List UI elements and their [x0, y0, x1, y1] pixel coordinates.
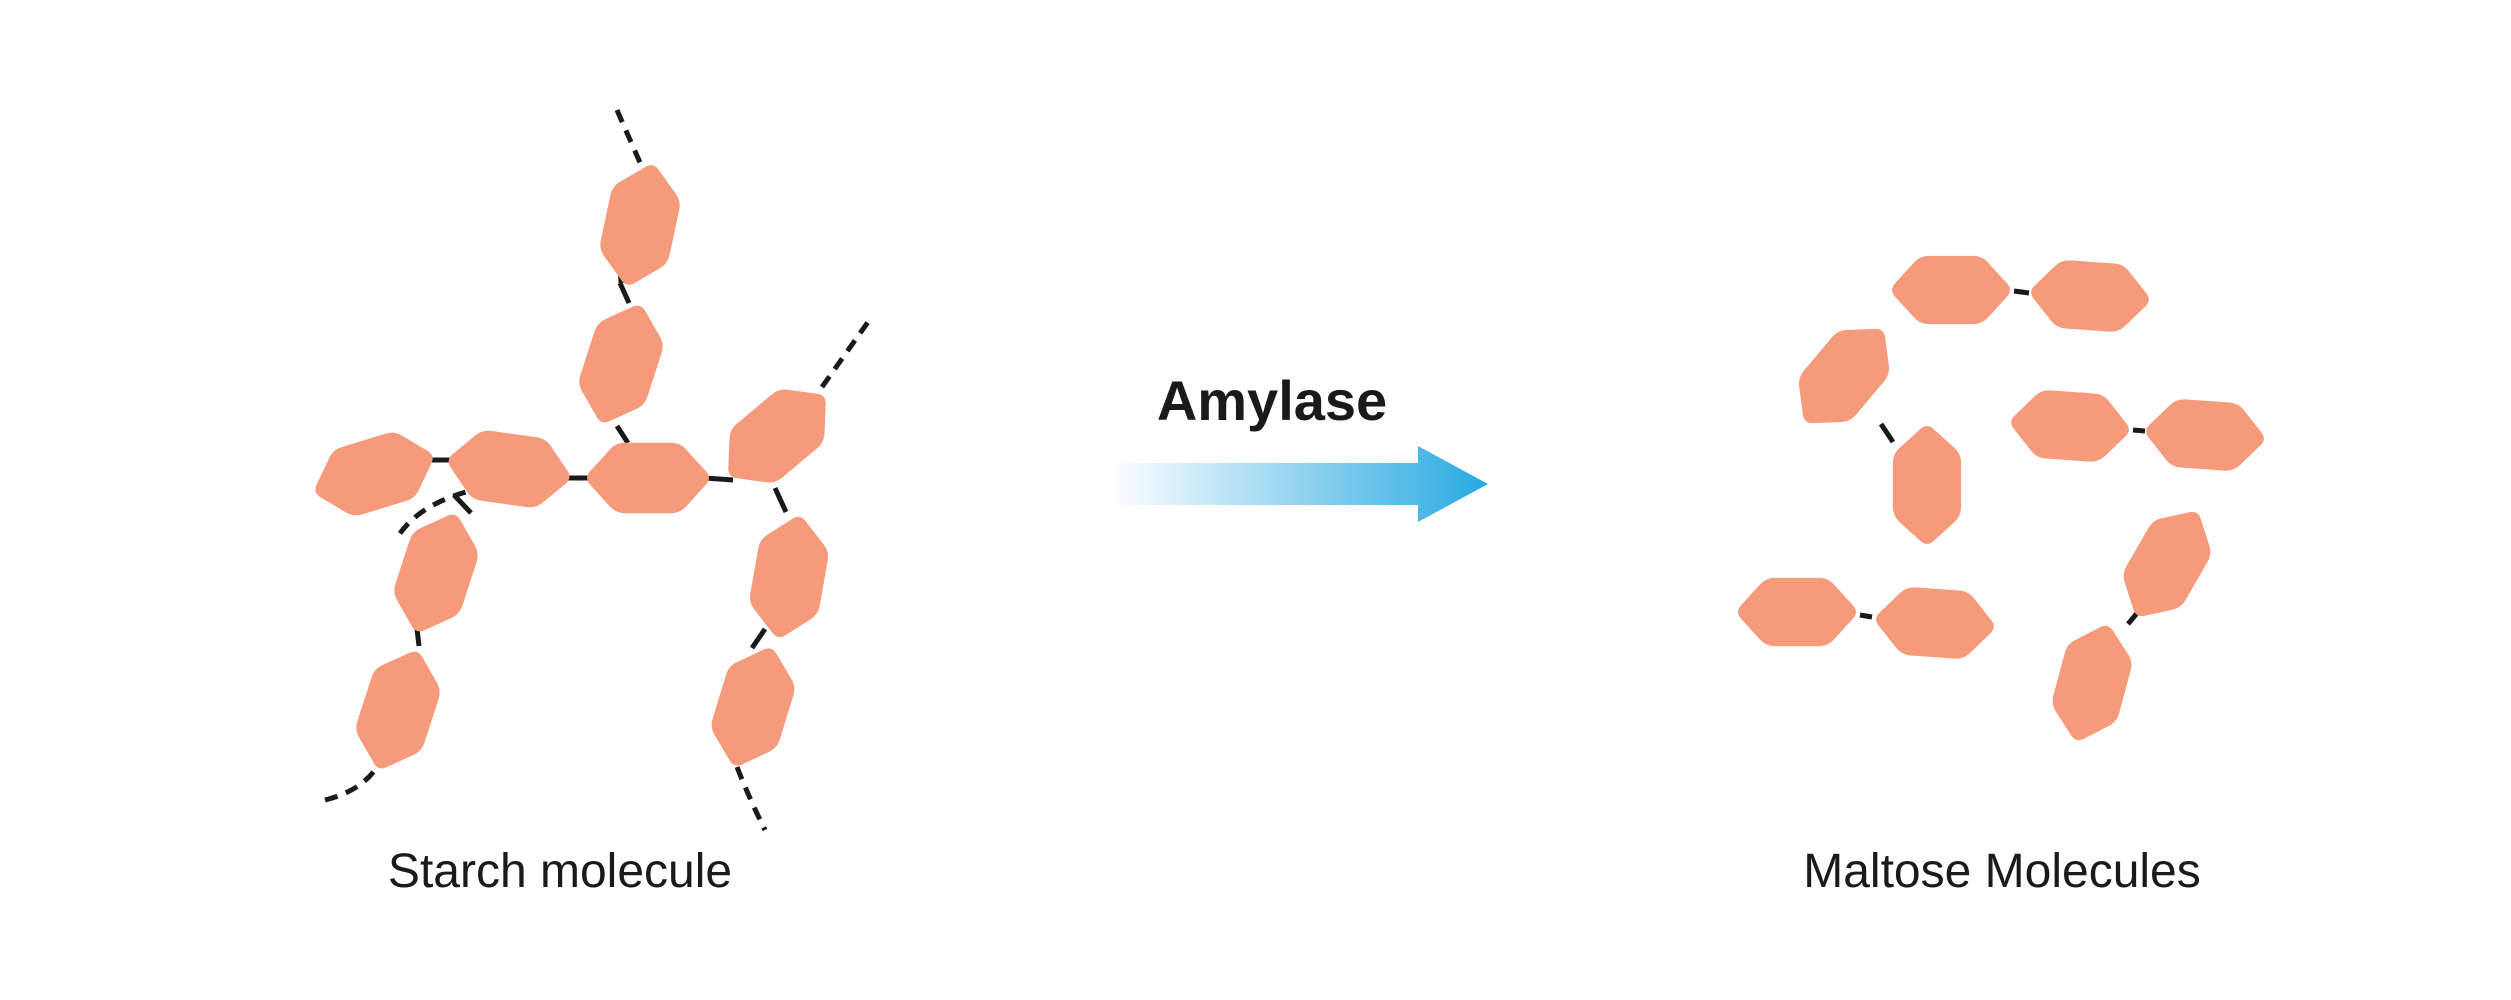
chain-continuation [819, 320, 871, 389]
glucose-unit [2031, 260, 2149, 332]
reaction-arrow [1110, 446, 1488, 522]
glucose-unit [728, 389, 826, 483]
glucose-unit [2011, 390, 2129, 462]
maltose-molecule [1798, 328, 1962, 544]
maltose-molecules [1738, 255, 2264, 741]
glucose-unit [1892, 426, 1962, 544]
glycosidic-bond [749, 627, 768, 650]
glucose-unit [749, 516, 829, 638]
maltose-molecule [2052, 511, 2211, 741]
glucose-unit [600, 165, 680, 285]
glucose-unit [2123, 511, 2211, 617]
chain-continuation [614, 109, 645, 169]
glucose-unit [2146, 399, 2264, 471]
glycosidic-bond [614, 424, 631, 445]
amylase-reaction-arrow [1110, 446, 1488, 522]
glucose-unit [1892, 255, 2010, 325]
glucose-unit [1876, 587, 1994, 659]
glycosidic-bond [704, 475, 734, 483]
maltose-molecule [2011, 390, 2264, 471]
glucose-unit [356, 651, 440, 769]
chain-continuation [734, 766, 768, 832]
glucose-unit [394, 514, 478, 632]
glucose-unit [1738, 577, 1856, 647]
glycosidic-bond [772, 486, 789, 514]
maltose-molecule [1892, 255, 2149, 332]
enzyme-label: Amylase [1157, 369, 1387, 432]
glycosidic-bond [2013, 288, 2030, 296]
glycosidic-bond [452, 493, 473, 515]
glycosidic-bond [1878, 422, 1896, 444]
maltose-caption: Maltose Molecules [1803, 845, 2201, 898]
glucose-unit [2052, 625, 2132, 741]
maltose-molecule [1738, 577, 1994, 659]
glucose-unit [711, 648, 795, 766]
glycosidic-bond [617, 281, 632, 305]
glucose-unit [315, 432, 433, 516]
chain-continuation [324, 760, 383, 803]
glucose-unit [1798, 328, 1890, 424]
glucose-unit [448, 430, 570, 508]
starch-molecule [315, 109, 871, 832]
glucose-unit [579, 305, 663, 423]
glucose-unit [587, 442, 709, 514]
starch-caption: Starch molecule [388, 845, 732, 898]
glycosidic-bond [2132, 427, 2146, 434]
glycosidic-bond [1859, 612, 1873, 620]
chain-continuation [394, 484, 488, 540]
